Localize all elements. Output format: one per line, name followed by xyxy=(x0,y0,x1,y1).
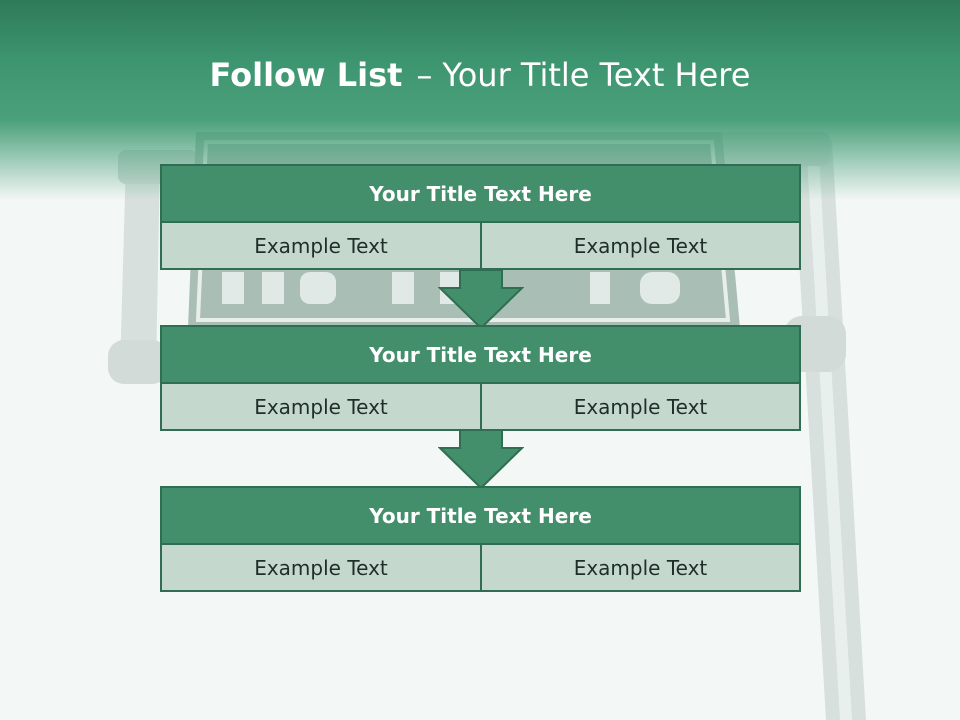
stage-2-left-text: Example Text xyxy=(162,384,480,429)
stage-box-2: Your Title Text Here Example Text Exampl… xyxy=(160,325,801,431)
stage-1-left-text: Example Text xyxy=(162,223,480,268)
slide-title-bold: Follow List xyxy=(209,56,403,94)
stage-3-right-text: Example Text xyxy=(482,545,799,590)
stage-1-right-text: Example Text xyxy=(482,223,799,268)
slide-title-rest: Your Title Text Here xyxy=(442,56,751,94)
stage-2-right-text: Example Text xyxy=(482,384,799,429)
down-arrow-2 xyxy=(438,430,524,490)
stage-box-1: Your Title Text Here Example Text Exampl… xyxy=(160,164,801,270)
stage-3-left-text: Example Text xyxy=(162,545,480,590)
stage-box-3: Your Title Text Here Example Text Exampl… xyxy=(160,486,801,592)
stage-title-2: Your Title Text Here xyxy=(162,327,799,382)
slide-title: Follow List–Your Title Text Here xyxy=(0,56,960,94)
down-arrow-1 xyxy=(438,270,524,330)
stage-title-1: Your Title Text Here xyxy=(162,166,799,221)
slide-title-dash: – xyxy=(416,56,433,94)
stage-title-3: Your Title Text Here xyxy=(162,488,799,543)
